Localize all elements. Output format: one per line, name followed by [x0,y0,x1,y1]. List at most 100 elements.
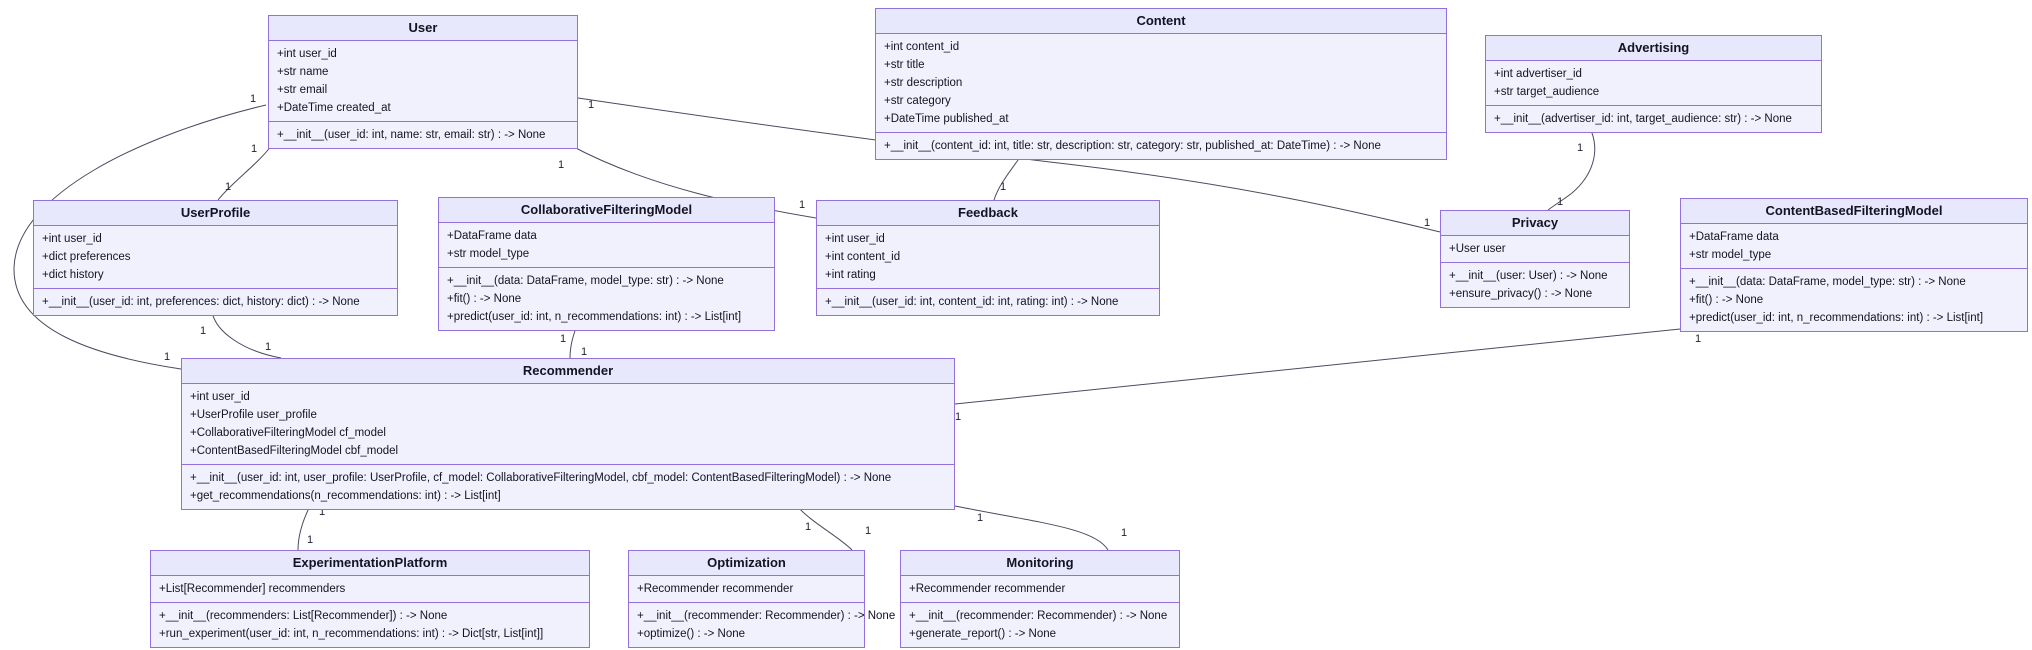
edge-user-recommender [13,104,267,370]
class-methods: +__init__(recommenders: List[Recommender… [151,603,589,647]
class-attributes: +int user_id +int content_id +int rating [817,226,1159,289]
class-attribute: +int content_id [884,41,960,53]
class-attribute: +int user_id [190,391,250,403]
class-attribute: +dict preferences [42,251,131,263]
class-method: +__init__(user_id: int, preferences: dic… [42,296,360,308]
class-method: +__init__(user_id: int, name: str, email… [277,129,546,141]
class-attribute: +int user_id [825,233,885,245]
class-method: +optimize() : -> None [637,628,746,640]
class-methods: +__init__(data: DataFrame, model_type: s… [439,268,774,330]
class-method: +predict(user_id: int, n_recommendations… [447,311,742,323]
class-methods: +__init__(data: DataFrame, model_type: s… [1681,269,2027,331]
class-method: +__init__(user_id: int, content_id: int,… [825,296,1119,308]
class-attribute: +Recommender recommender [909,583,1066,595]
class-method: +__init__(content_id: int, title: str, d… [884,140,1381,152]
class-title: Advertising [1486,36,1821,61]
multiplicity-label: 1 [581,346,587,358]
class-method: +__init__(recommender: Recommender) : ->… [637,610,896,622]
edge-recommender-contentbasedfilteringmodel [954,327,1691,405]
multiplicity-label: 1 [251,143,257,155]
class-attribute: +int advertiser_id [1494,68,1582,80]
class-experimentationplatform: ExperimentationPlatform +List[Recommender… [150,550,590,648]
class-attribute: +int user_id [277,48,337,60]
class-attribute: +Recommender recommender [637,583,794,595]
class-feedback: Feedback+int user_id+int content_id+int … [816,200,1160,316]
multiplicity-label: 1 [200,325,206,337]
class-method: +fit() : -> None [1689,294,1764,306]
multiplicity-label: 1 [560,333,566,345]
class-method: +generate_report() : -> None [909,628,1057,640]
multiplicity-label: 1 [977,512,983,524]
class-collaborativefilteringmodel: CollaborativeFilteringModel+DataFrame da… [438,197,775,331]
multiplicity-label: 1 [558,159,564,171]
class-recommender: Recommender +int user_id +UserProfile user… [181,358,955,510]
class-title: CollaborativeFilteringModel [439,198,774,223]
class-contentbasedfilteringmodel: ContentBasedFilteringModel+DataFrame dat… [1680,198,2028,332]
edge-user-privacy [577,97,1441,233]
class-attributes: +int user_id+str name+str email+DateTime… [269,41,577,122]
class-title: UserProfile [34,201,397,226]
class-method: +ensure_privacy() : -> None [1449,288,1593,300]
class-attribute: +str model_type [1689,249,1772,261]
class-attribute: +str category [884,95,951,107]
multiplicity-label: 1 [1695,333,1701,345]
class-attribute: +List[Recommender] recommenders [159,583,346,595]
edge-userprofile-recommender [211,311,282,359]
class-methods: +__init__(recommender: Recommender) : ->… [629,603,896,647]
class-attribute: +int user_id [42,233,102,245]
class-title: ExperimentationPlatform [151,551,589,576]
class-attribute: +User user [1449,243,1506,255]
class-method: +__init__(user_id: int, user_profile: Us… [190,472,892,484]
class-attribute: +int rating [825,269,876,281]
class-attribute: +str email [277,84,328,96]
class-privacy: Privacy +User user +__init__(user: User) :… [1440,210,1630,308]
class-title: Privacy [1441,211,1629,236]
class-content: Content+int content_id+str title+str des… [875,8,1447,160]
class-attribute: +UserProfile user_profile [190,409,317,421]
class-attributes: +DataFrame data+str model_type [439,223,774,268]
class-title: ContentBasedFilteringModel [1681,199,2027,224]
class-attribute: +DateTime created_at [277,102,391,114]
class-attribute: +CollaborativeFilteringModel cf_model [190,427,386,439]
class-attribute: +int content_id [825,251,901,263]
class-method: +fit() : -> None [447,293,522,305]
class-attributes: +User user [1441,236,1629,263]
multiplicity-label: 1 [1000,181,1006,193]
class-title: Recommender [182,359,954,384]
multiplicity-label: 1 [225,181,231,193]
multiplicity-label: 1 [865,525,871,537]
multiplicity-label: 1 [1557,196,1563,208]
class-attributes: +int user_id+dict preferences+dict histo… [34,226,397,289]
class-method: +__init__(user: User) : -> None [1449,270,1608,282]
multiplicity-label: 1 [1121,527,1127,539]
class-monitoring: Monitoring+Recommender recommender+__ini… [900,550,1180,648]
class-title: Feedback [817,201,1159,226]
class-attribute: +ContentBasedFilteringModel cbf_model [190,445,399,457]
class-attribute: +DataFrame data [1689,231,1779,243]
edge-advertising-privacy [1547,127,1596,211]
multiplicity-label: 1 [319,506,325,518]
class-optimization: Optimization+Recommender recommender+__i… [628,550,896,648]
multiplicity-label: 1 [799,199,805,211]
class-attributes: +List[Recommender] recommenders [151,576,589,603]
class-methods: +__init__(user_id: int, preferences: dic… [34,289,397,315]
class-attribute: +str description [884,77,963,89]
multiplicity-label: 1 [164,351,170,363]
multiplicity-label: 1 [250,93,256,105]
class-method: +__init__(recommender: Recommender) : ->… [909,610,1168,622]
class-method: +run_experiment(user_id: int, n_recommen… [159,628,544,640]
class-method: +predict(user_id: int, n_recommendations… [1689,312,1984,324]
edge-user-userprofile [217,144,273,201]
edge-content-feedback [993,152,1024,201]
class-methods: +__init__(user_id: int, content_id: int,… [817,289,1159,315]
multiplicity-label: 1 [307,534,313,546]
class-method: +get_recommendations(n_recommendations: … [190,490,501,502]
multiplicity-label: 1 [1424,217,1430,229]
class-attributes: +DataFrame data +str model_type [1681,224,2027,269]
multiplicity-label: 1 [265,341,271,353]
class-userprofile: UserProfile +int user_id +dict preferences… [33,200,398,316]
class-attribute: +str model_type [447,248,530,260]
class-attributes: +Recommender recommender [629,576,864,603]
class-attributes: +int advertiser_id+str target_audience [1486,61,1821,106]
